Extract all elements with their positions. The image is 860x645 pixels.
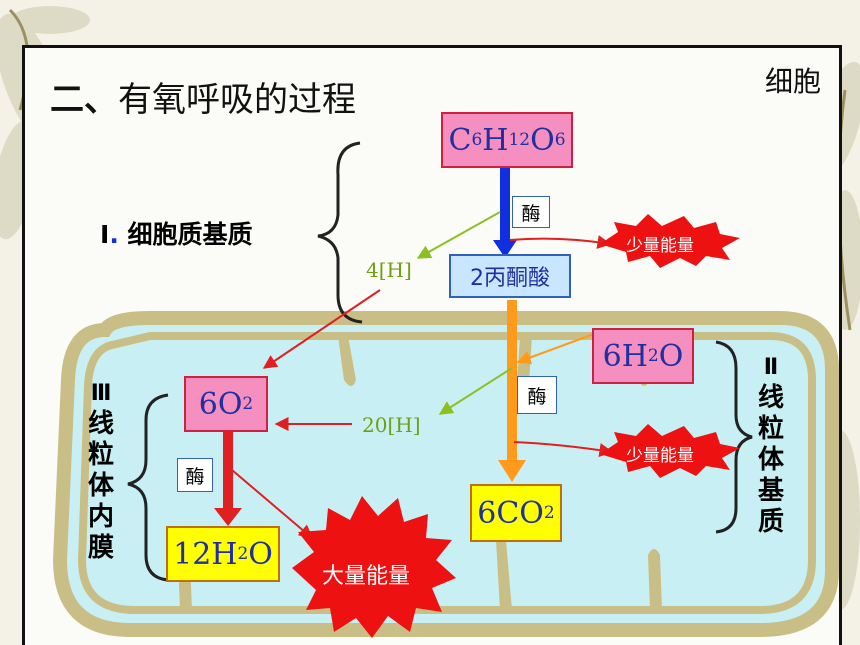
red-arrow-energy-1: [509, 235, 612, 249]
energy-small-label-1: 少量能量: [626, 236, 694, 256]
stage3-brace: [127, 393, 169, 582]
water-out-sub: 2: [237, 544, 249, 564]
green-arrow-20h: [438, 367, 513, 415]
enzyme-label-3: 酶: [177, 458, 213, 492]
glucose-sub: 6: [554, 130, 566, 150]
cell-label: 细胞: [765, 65, 822, 98]
stage2-numeral: Ⅱ: [763, 355, 779, 380]
stage2-char: 基: [757, 476, 784, 506]
stage2-char: 质: [757, 507, 784, 537]
stage3-char: 膜: [87, 533, 114, 563]
pyruvate-box: 2丙酮酸: [449, 254, 571, 298]
glucose-sub: 6: [471, 130, 483, 150]
glucose-o: O: [530, 122, 555, 158]
energy-burst-2: [600, 424, 740, 478]
energy-small-label-2: 少量能量: [626, 446, 694, 466]
title-prefix: 二、: [50, 80, 118, 120]
stage2-char: 体: [757, 445, 784, 475]
water-out-o: O: [248, 536, 273, 572]
stage3-label: Ⅲ 线 粒 体 内 膜: [86, 378, 116, 564]
stage2-label: Ⅱ 线 粒 体 基 质: [756, 352, 786, 538]
glucose-sub: 12: [508, 130, 531, 150]
stage3-char: 内: [87, 502, 114, 532]
stage1-brace: [317, 141, 363, 324]
oxygen-sub: 2: [242, 394, 254, 414]
stage2-char: 粒: [757, 414, 784, 444]
stage1-dot: .: [109, 220, 119, 249]
pyruvate-to-co2-arrow: [498, 300, 526, 482]
red-arrow-energy-2: [513, 441, 614, 458]
energy-large-label: 大量能量: [322, 564, 411, 589]
co2-sub: 2: [543, 503, 555, 523]
stage1-text: 细胞质基质: [127, 220, 253, 249]
oxygen-o: 6O: [198, 386, 243, 422]
red-arrow-4h-to-o2: [262, 289, 381, 369]
co2-co: 6CO: [477, 495, 544, 531]
hydrogen-4-label: 4[H]: [366, 258, 412, 282]
stage1-numeral: Ⅰ: [100, 220, 110, 249]
stage3-char: 体: [87, 471, 114, 501]
water-in-sub: 2: [647, 346, 659, 366]
stage2-brace: [715, 340, 753, 534]
hydrogen-20-label: 20[H]: [362, 413, 421, 437]
stage3-char: 粒: [87, 440, 114, 470]
glucose-c: C: [448, 122, 472, 158]
water-in-h: 6H: [602, 338, 648, 374]
glucose-to-pyruvate-arrow: [493, 166, 517, 258]
stage3-numeral: Ⅲ: [90, 381, 112, 406]
red-arrow-energy-3: [231, 469, 314, 539]
water-in-arrow: [516, 333, 595, 365]
stage3-char: 线: [87, 409, 114, 439]
enzyme-label-2: 酶: [517, 376, 557, 414]
water-out-h: 12H: [173, 536, 238, 572]
enzyme-label-1: 酶: [512, 196, 550, 228]
oxygen-to-water-arrow: [214, 432, 242, 526]
page-title: 二、有氧呼吸的过程: [50, 72, 356, 121]
stage2-char: 线: [757, 383, 784, 413]
title-text: 有氧呼吸的过程: [118, 80, 356, 120]
energy-burst-large: [292, 496, 456, 638]
energy-burst-1: [600, 214, 740, 268]
green-arrow-4h: [416, 211, 501, 259]
glucose-h: H: [482, 122, 509, 158]
stage1-label: Ⅰ. 细胞质基质: [100, 215, 253, 251]
water-in-o: O: [658, 338, 684, 374]
